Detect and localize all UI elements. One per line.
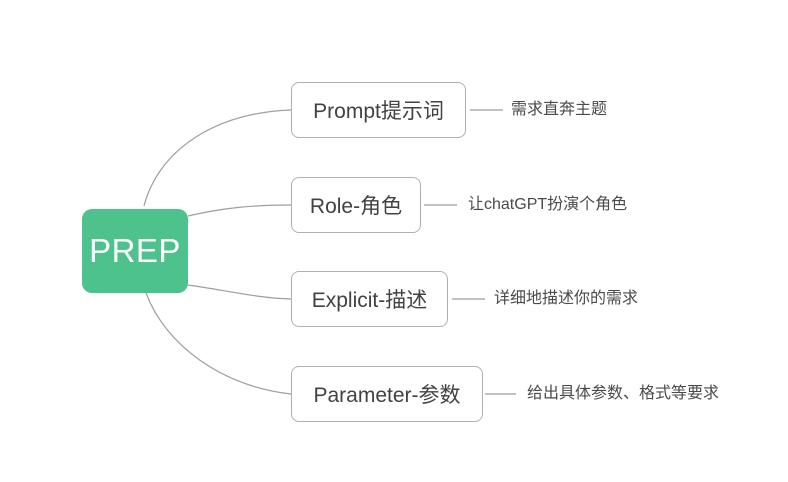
note-text: 让chatGPT扮演个角色 bbox=[468, 196, 628, 213]
note-prompt[interactable]: 需求直奔主题 bbox=[511, 99, 607, 121]
branch-curve-prompt bbox=[143, 109, 292, 207]
branch-node-label: Parameter-参数 bbox=[313, 384, 461, 407]
branch-node-parameter[interactable]: Parameter-参数 bbox=[291, 366, 483, 422]
note-explicit[interactable]: 详细地描述你的需求 bbox=[494, 288, 638, 310]
note-parameter[interactable]: 给出具体参数、格式等要求 bbox=[527, 383, 719, 405]
root-node-label: PREP bbox=[89, 232, 181, 269]
note-role[interactable]: 让chatGPT扮演个角色 bbox=[468, 194, 627, 216]
branch-node-label: Role-角色 bbox=[309, 195, 403, 218]
branch-node-role[interactable]: Role-角色 bbox=[291, 177, 421, 233]
note-text: 详细地描述你的需求 bbox=[494, 290, 639, 307]
note-text: 需求直奔主题 bbox=[511, 101, 608, 118]
note-text: 给出具体参数、格式等要求 bbox=[527, 385, 720, 402]
branch-curve-parameter bbox=[145, 292, 292, 395]
branch-node-label: Prompt提示词 bbox=[313, 100, 444, 123]
branch-node-prompt[interactable]: Prompt提示词 bbox=[291, 82, 466, 138]
branch-curve-role bbox=[187, 204, 292, 217]
root-node-prep[interactable]: PREP bbox=[82, 209, 188, 293]
branch-curve-explicit bbox=[187, 284, 292, 300]
branch-node-explicit[interactable]: Explicit-描述 bbox=[291, 271, 448, 327]
branch-node-label: Explicit-描述 bbox=[311, 289, 428, 312]
